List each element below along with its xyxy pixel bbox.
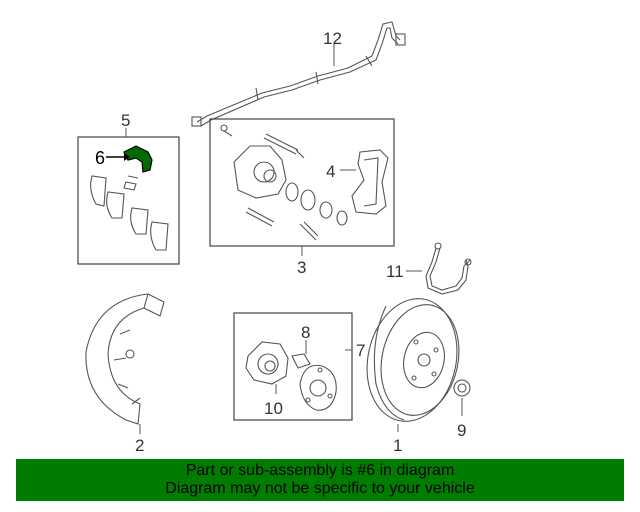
callout-6: 6 xyxy=(95,148,105,168)
abs-sensor-wire-part-12[interactable] xyxy=(191,21,406,127)
backing-plate-part-2[interactable] xyxy=(85,293,165,425)
brake-hose-part-11[interactable] xyxy=(425,242,472,295)
part-3-box[interactable] xyxy=(209,118,395,247)
part-7-box[interactable] xyxy=(233,312,353,421)
hub-bearing-part-10[interactable] xyxy=(245,341,289,385)
callout-2: 2 xyxy=(135,436,144,455)
callout-12: 12 xyxy=(323,29,342,48)
callout-9: 9 xyxy=(457,421,466,440)
part-5-box[interactable] xyxy=(77,136,180,265)
caliper-bracket-part-4[interactable] xyxy=(351,149,389,215)
callout-3: 3 xyxy=(297,258,306,277)
callout-7: 7 xyxy=(356,341,365,360)
banner-line-2: Diagram may not be specific to your vehi… xyxy=(165,480,475,497)
leader-6-arrow xyxy=(124,153,130,161)
info-banner: Part or sub-assembly is #6 in diagram Di… xyxy=(16,459,624,501)
callout-10: 10 xyxy=(264,399,283,418)
callout-5: 5 xyxy=(121,111,130,130)
clip-part-6-highlighted[interactable] xyxy=(123,145,153,173)
callout-11: 11 xyxy=(386,262,404,281)
callout-8: 8 xyxy=(301,323,310,342)
banner-line-1: Part or sub-assembly is #6 in diagram xyxy=(185,462,455,479)
callout-1: 1 xyxy=(393,436,402,455)
brake-pads-part-5 xyxy=(90,175,169,251)
caliper-assembly-part-3 xyxy=(220,124,348,241)
axle-nut-part-9[interactable] xyxy=(453,379,471,397)
callout-4: 4 xyxy=(326,162,335,181)
hub-flange xyxy=(299,364,337,411)
wheel-stud-part-8[interactable] xyxy=(291,353,311,369)
brake-rotor-part-1[interactable] xyxy=(356,290,469,430)
